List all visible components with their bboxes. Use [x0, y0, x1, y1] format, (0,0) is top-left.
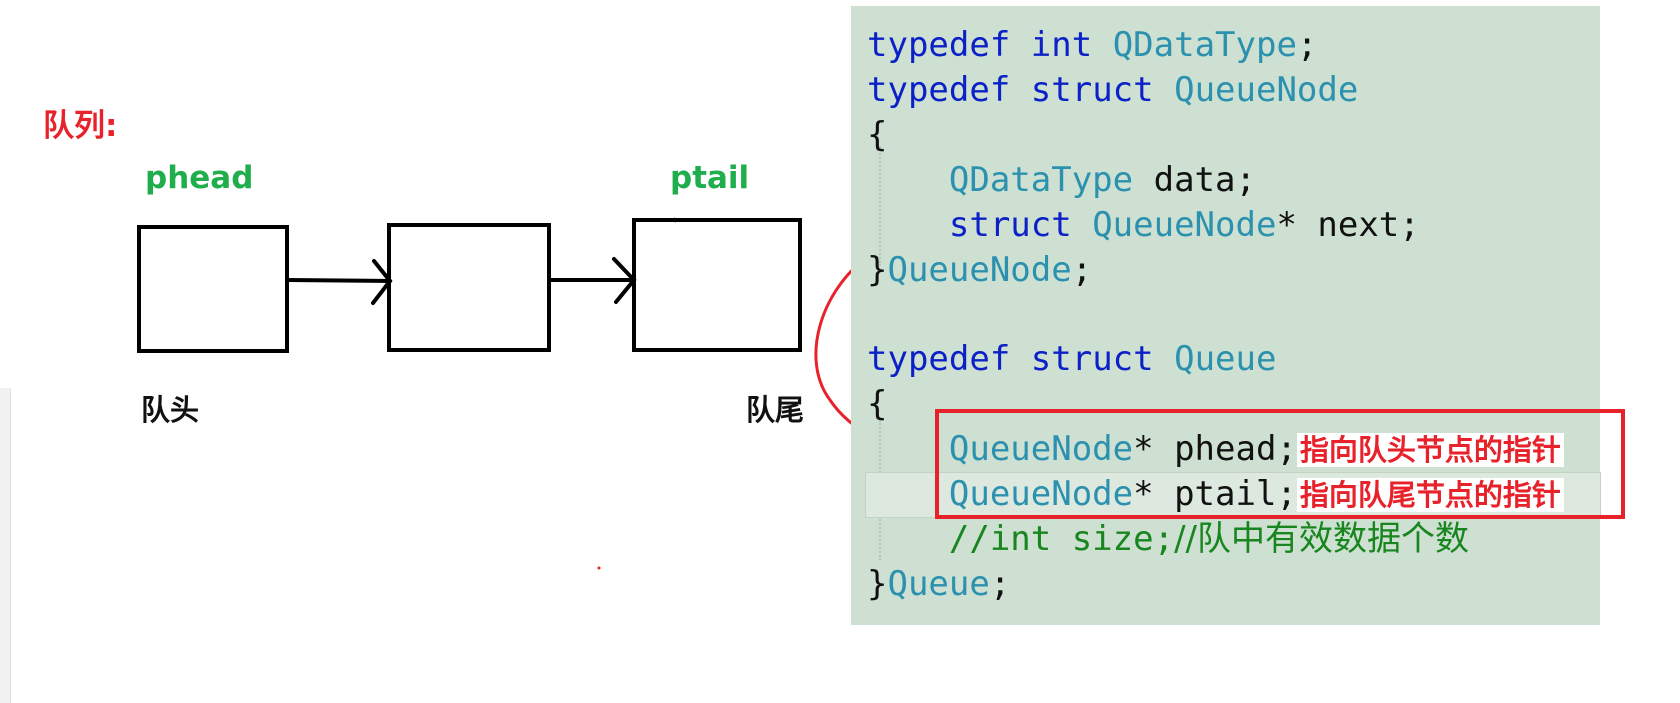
window-edge [0, 388, 11, 703]
diagram-title: 队列: [43, 108, 118, 144]
stray-dot [597, 566, 601, 570]
code-line-4: QDataType data; [948, 160, 1256, 200]
queue-head-label: 队头 [141, 393, 200, 427]
code-line-12: //int size;//队中有效数据个数 [948, 519, 1469, 559]
node-box-1 [137, 225, 289, 353]
code-line-2: typedef struct QueueNode [867, 70, 1359, 110]
code-line-1: typedef int QDataType; [867, 25, 1318, 65]
code-line-13: }Queue; [867, 564, 1011, 604]
code-panel: typedef int QDataType; typedef struct Qu… [851, 6, 1601, 625]
node-box-3 [632, 218, 802, 352]
ptail-label: ptail [670, 160, 750, 196]
code-line-9: { [867, 384, 888, 424]
arrow-1 [285, 259, 393, 305]
code-line-8: typedef struct Queue [867, 339, 1277, 379]
ptail-annotation: 指向队尾节点的指针 [1296, 478, 1564, 512]
arrow-2 [547, 257, 637, 304]
indent-guide [879, 146, 881, 266]
phead-label: phead [145, 160, 254, 196]
stray-mark [673, 217, 677, 223]
highlight-box [935, 409, 1625, 519]
code-line-11: QueueNode* ptail;指向队尾节点的指针 [867, 472, 1564, 516]
code-line-5: struct QueueNode* next; [948, 205, 1420, 245]
code-line-6: }QueueNode; [867, 250, 1093, 290]
code-line-3: { [867, 115, 888, 155]
code-line-10: QueueNode* phead;指向队头节点的指针 [867, 427, 1564, 471]
phead-annotation: 指向队头节点的指针 [1296, 433, 1564, 467]
node-box-2 [387, 223, 551, 352]
queue-tail-label: 队尾 [746, 393, 805, 427]
